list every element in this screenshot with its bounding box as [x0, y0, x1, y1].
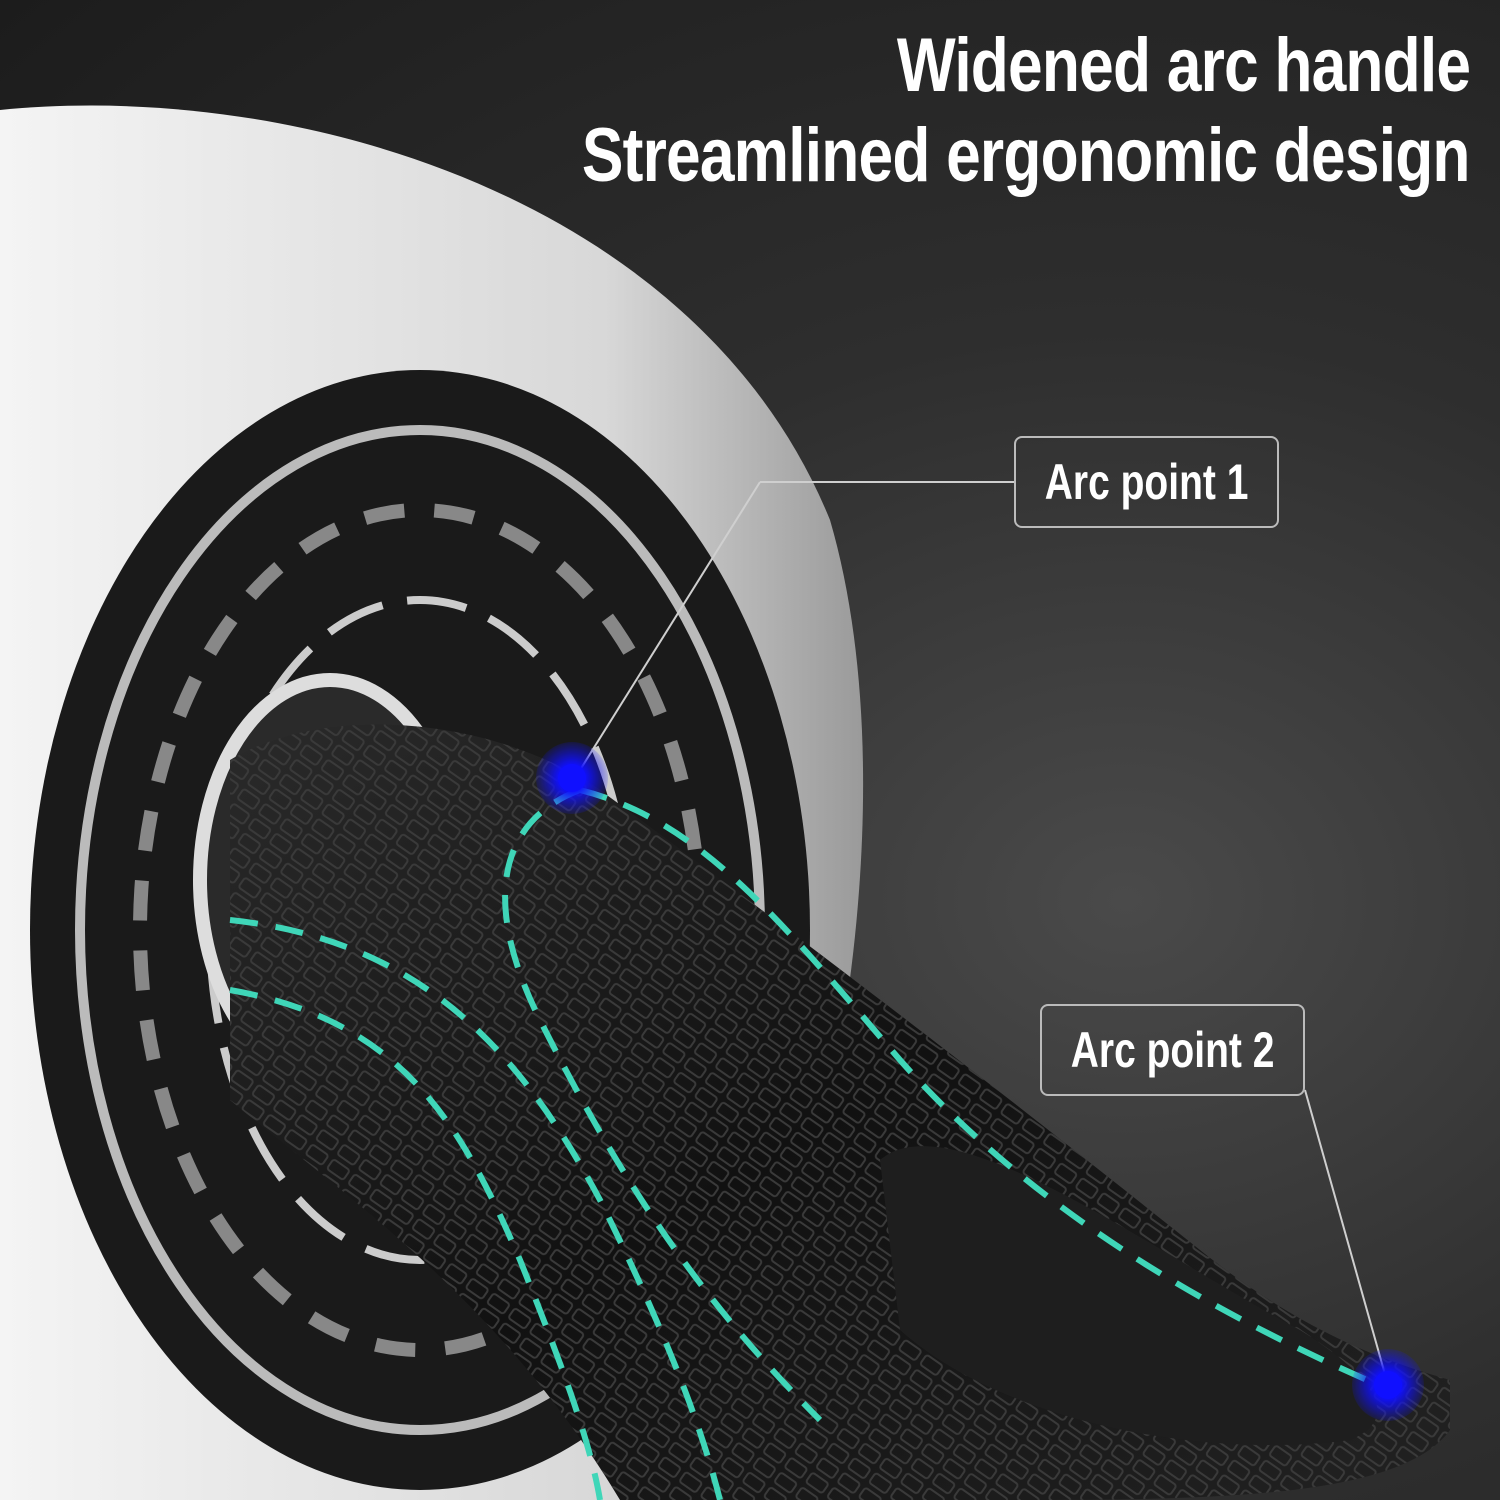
arc-point-1-marker: [536, 742, 608, 814]
callout-leader-lines: [574, 481, 1389, 1386]
headline-line-1: Widened arc handle: [896, 23, 1471, 108]
callout-label: Arc point 2: [1070, 1022, 1275, 1078]
handle-grip: [230, 724, 1450, 1500]
callout-arc-point-1: Arc point 1: [1014, 436, 1279, 528]
callout-arc-point-2: Arc point 2: [1040, 1004, 1305, 1096]
arc-point-2-marker: [1352, 1349, 1424, 1421]
callout-label: Arc point 1: [1044, 454, 1249, 510]
headline-line-2: Streamlined ergonomic design: [582, 113, 1471, 198]
arc-guide-lines: [229, 787, 1392, 1500]
